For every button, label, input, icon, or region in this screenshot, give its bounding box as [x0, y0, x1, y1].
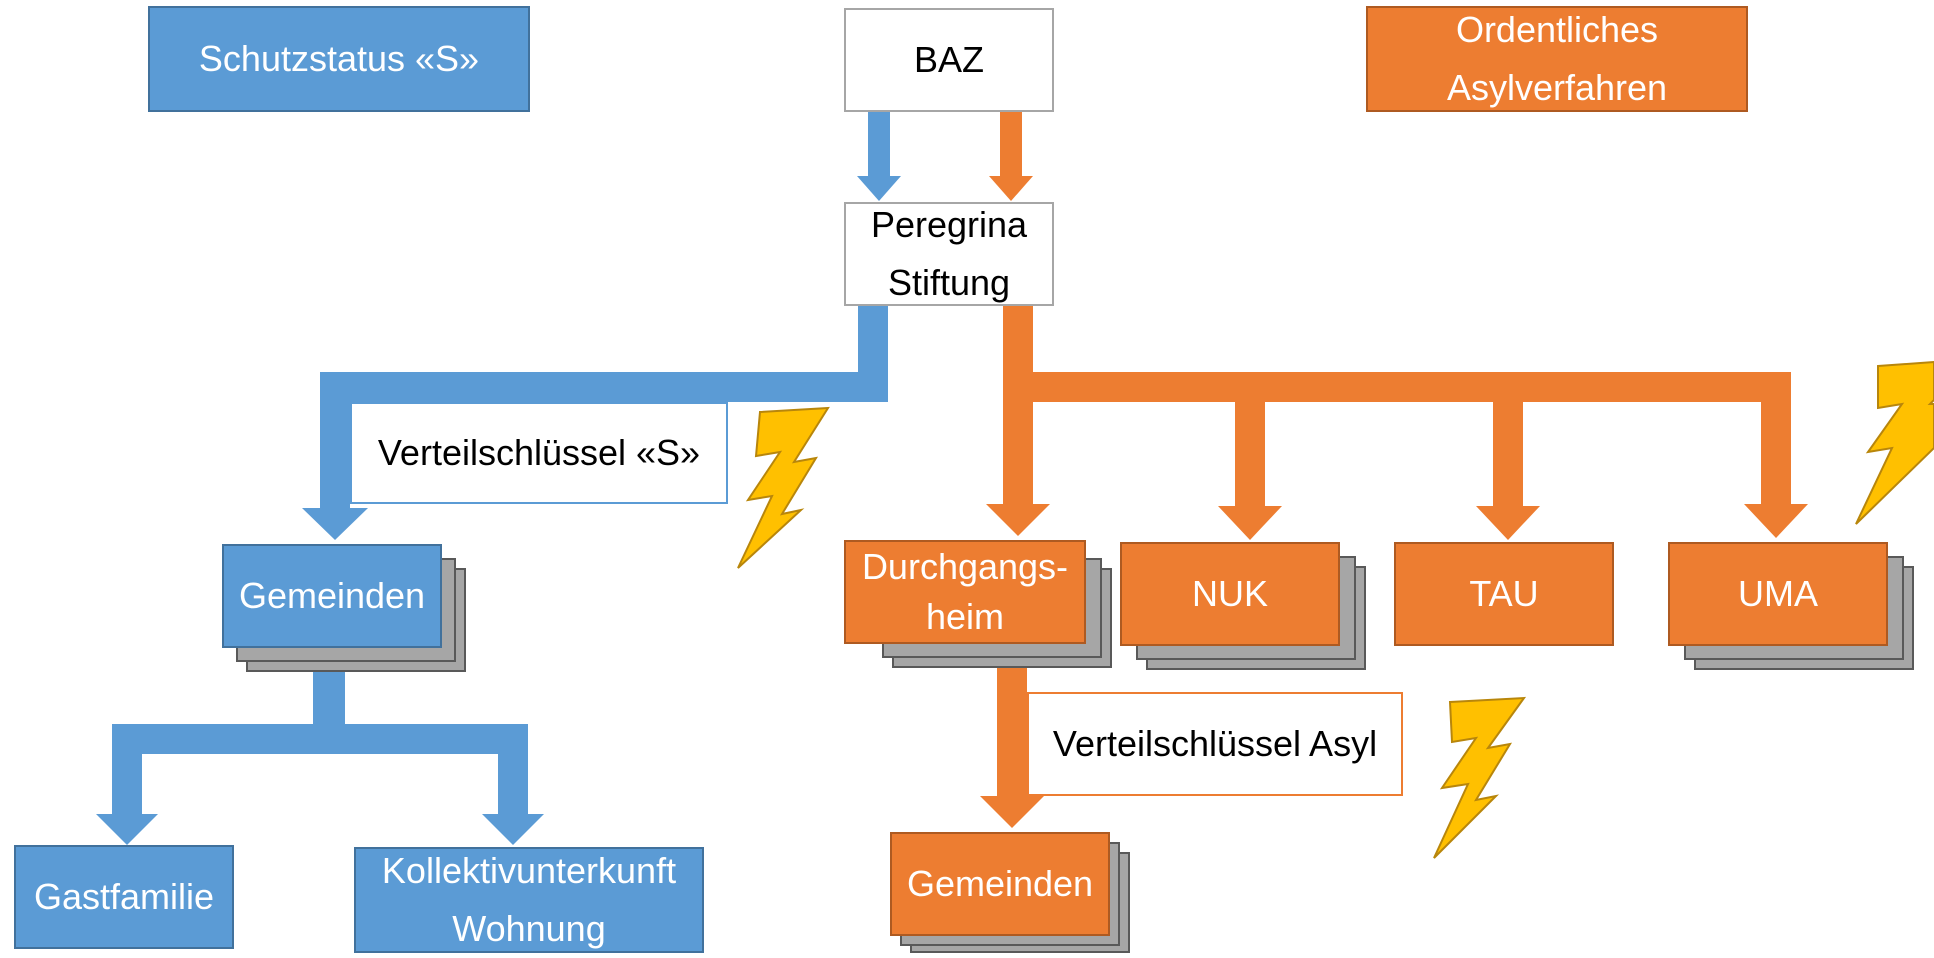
baz-label: BAZ [913, 39, 984, 80]
gastfamilie-label: Gastfamilie [33, 876, 215, 917]
wohnung-label: Wohnung [452, 908, 606, 949]
baz-box: BAZ [844, 8, 1054, 112]
lightning-icon [1433, 696, 1527, 859]
verteilschluessel-asyl-label-box: Verteilschlüssel Asyl [1027, 692, 1403, 796]
arrow-baz-to-peregrina-blue [857, 110, 901, 201]
kollektivunterkunft-wohnung-box: Kollektivunterkunft Wohnung [354, 847, 704, 953]
lightning-icon [737, 406, 830, 569]
stiftung-label: Stiftung [887, 262, 1011, 303]
gemeinden-blue-box: Gemeinden [222, 544, 442, 648]
durchgangsheim-box: Durchgangs- heim [844, 540, 1086, 644]
connector-gemeinden-to-housing [96, 672, 544, 845]
tau-box: TAU [1394, 542, 1614, 646]
peregrina-stiftung-box: Peregrina Stiftung [844, 202, 1054, 306]
asylverfahren-label: Asylverfahren [1446, 67, 1668, 108]
connector-durchgangsheim-to-gemeinden [980, 668, 1044, 828]
kollektivunterkunft-label: Kollektivunterkunft [381, 850, 677, 891]
verteilschluessel-s-label-box: Verteilschlüssel «S» [350, 402, 728, 504]
lightning-icon [1855, 360, 1934, 525]
arrow-baz-to-peregrina-orange [989, 110, 1033, 201]
connector-peregrina-to-facilities [986, 306, 1808, 540]
verteilschluessel-asyl-label: Verteilschlüssel Asyl [1052, 723, 1378, 764]
heim-label: heim [925, 596, 1005, 637]
ordentliches-label: Ordentliches [1455, 9, 1659, 50]
nuk-box: NUK [1120, 542, 1340, 646]
nuk-label: NUK [1191, 573, 1268, 614]
gastfamilie-box: Gastfamilie [14, 845, 234, 949]
tau-label: TAU [1469, 573, 1539, 614]
verteilschluessel-s-label: Verteilschlüssel «S» [377, 432, 701, 473]
connector-peregrina-to-gemeinden-blue [302, 306, 888, 540]
uma-label: UMA [1738, 573, 1818, 614]
gemeinden-orange-label: Gemeinden [906, 863, 1094, 904]
schutzstatus-s-box: Schutzstatus «S» [148, 6, 530, 112]
durchgangs-label: Durchgangs- [861, 546, 1069, 587]
gemeinden-orange-box: Gemeinden [890, 832, 1110, 936]
uma-box: UMA [1668, 542, 1888, 646]
ordentliches-asylverfahren-box: Ordentliches Asylverfahren [1366, 6, 1748, 112]
peregrina-label: Peregrina [870, 204, 1028, 245]
gemeinden-blue-label: Gemeinden [238, 575, 426, 616]
schutzstatus-s-label: Schutzstatus «S» [198, 38, 480, 79]
